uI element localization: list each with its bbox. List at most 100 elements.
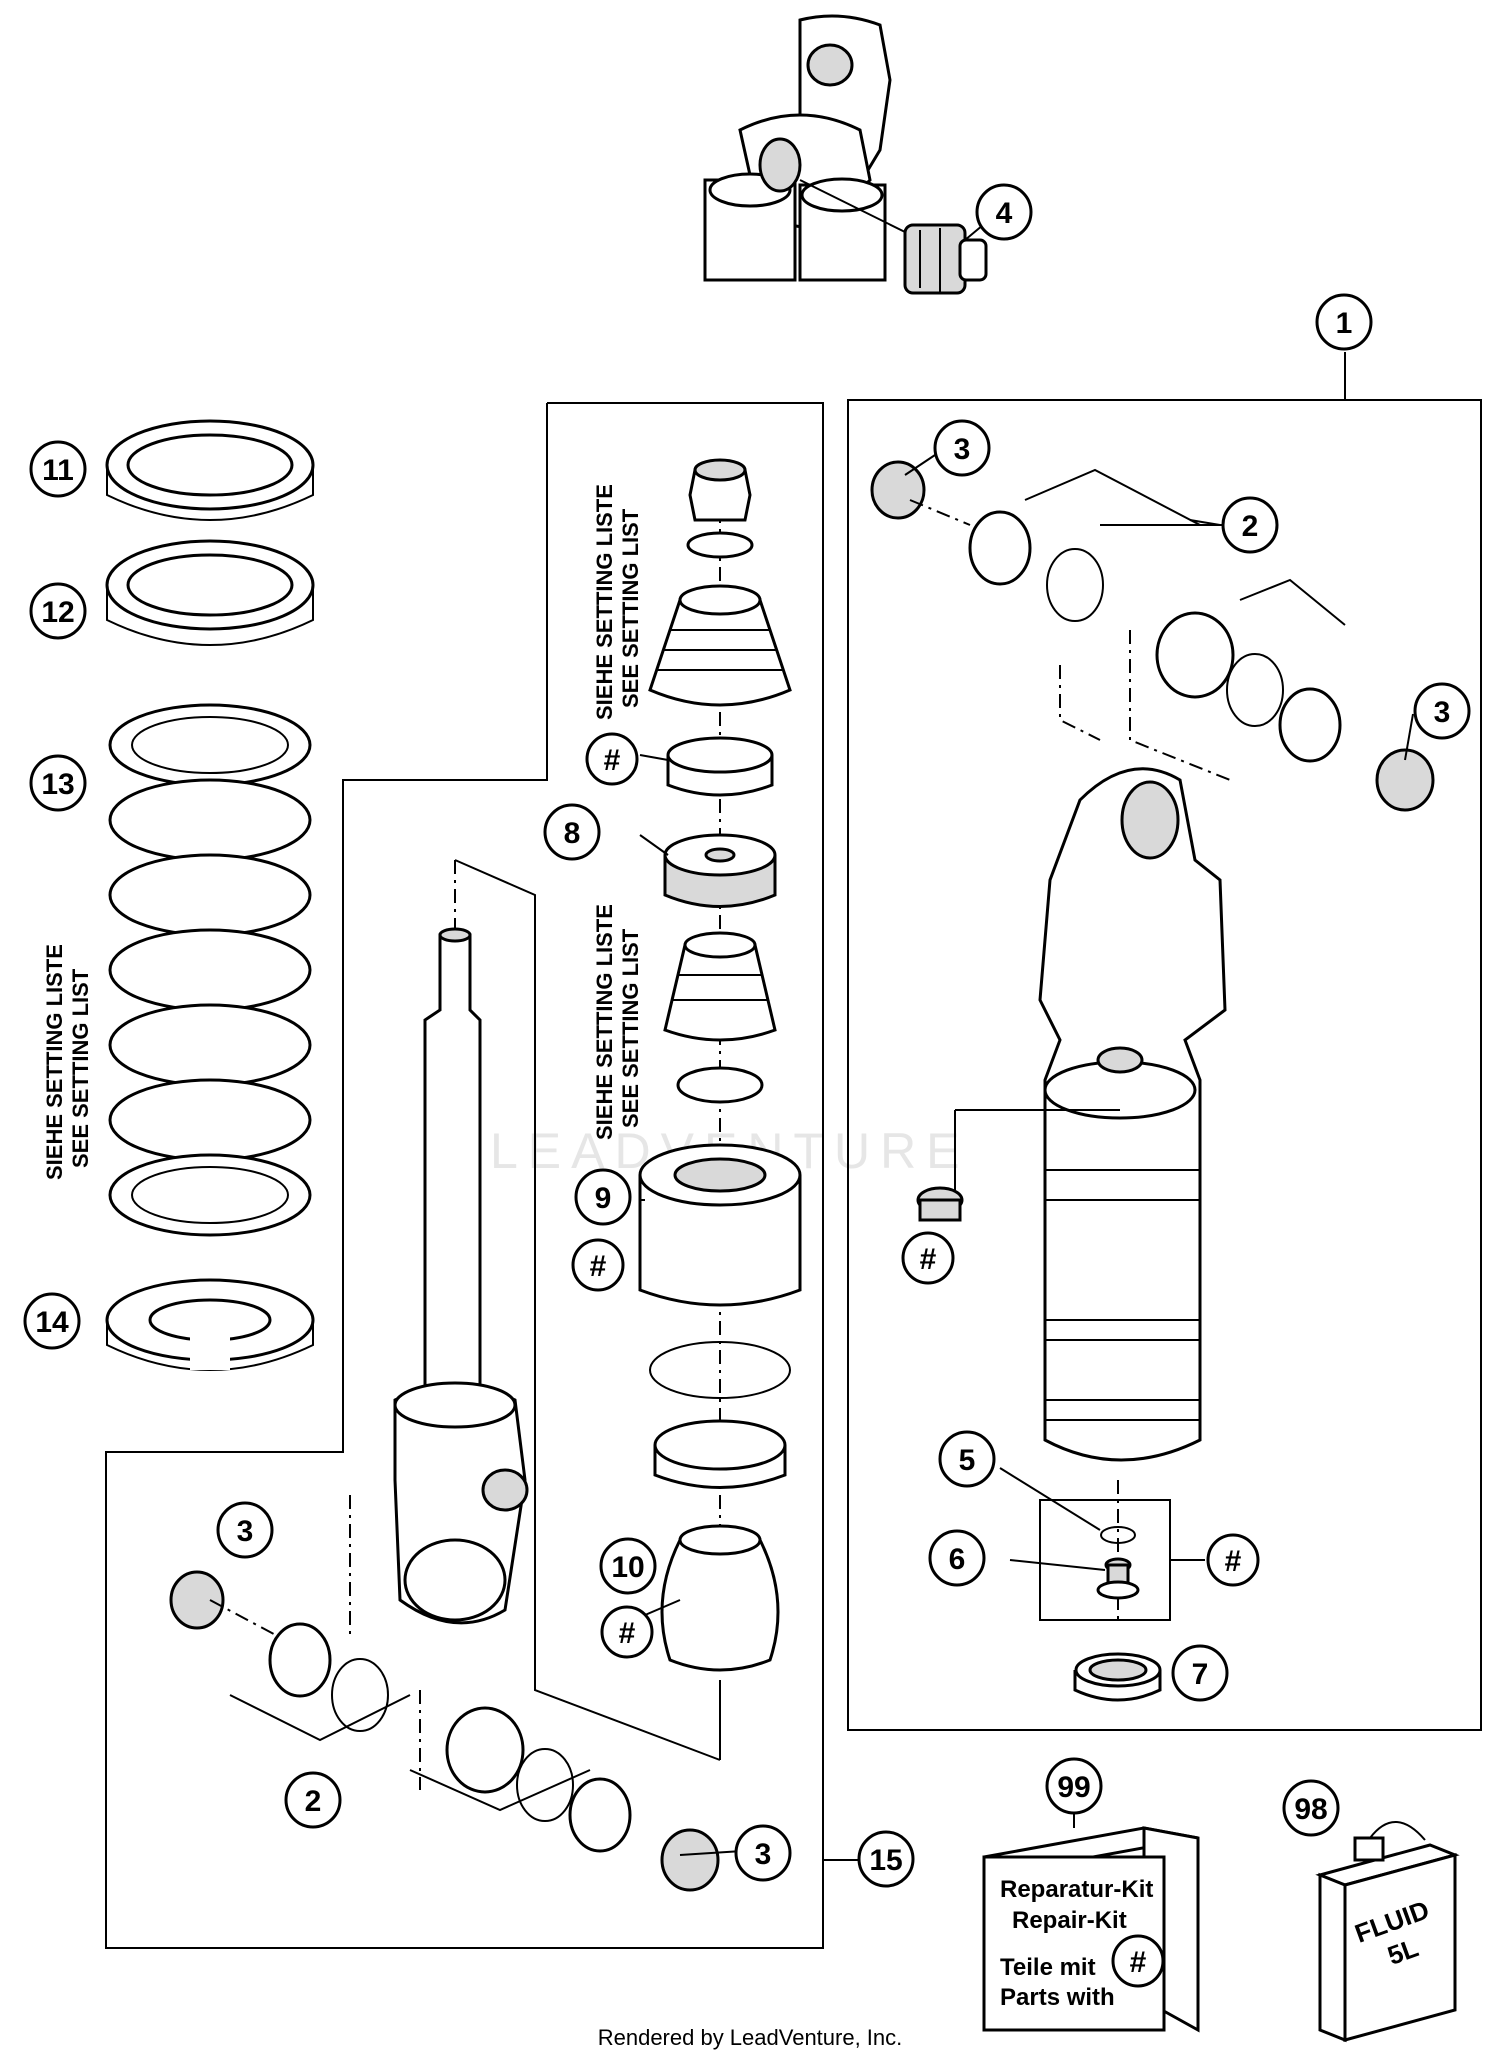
repair-kit-box: Reparatur-Kit Repair-Kit Teile mit Parts… [982, 1826, 1200, 2033]
bushing-3-right-top [870, 460, 926, 520]
circlip-2-right [1046, 548, 1104, 622]
bushing-3-left [169, 1570, 225, 1630]
svg-text:12: 12 [41, 596, 74, 629]
repair-kit-line1: Reparatur-Kit [1000, 1876, 1153, 1903]
bleed-screw [916, 1186, 964, 1222]
callout-hash-bleed[interactable]: # [901, 1231, 955, 1285]
callout-8[interactable]: 8 [543, 803, 601, 861]
callout-14[interactable]: 14 [23, 1292, 81, 1350]
callout-15[interactable]: 15 [857, 1830, 915, 1888]
frame-valve-group [1039, 1499, 1171, 1621]
piston-ring-part-8 [666, 736, 774, 797]
svg-text:#: # [1225, 1545, 1242, 1578]
washer-top [686, 531, 754, 559]
svg-text:2: 2 [1242, 510, 1259, 543]
callout-hash-valve[interactable]: # [1206, 1533, 1260, 1587]
svg-text:3: 3 [1434, 696, 1451, 729]
spring-seat-part-14 [105, 1278, 315, 1371]
svg-text:SEE SETTING LIST: SEE SETTING LIST [618, 928, 643, 1128]
bearing-2-left [445, 1706, 525, 1794]
callout-2-right[interactable]: 2 [1221, 496, 1279, 554]
cap-part-7 [1073, 1652, 1162, 1702]
svg-text:11: 11 [42, 454, 74, 487]
repair-kit-line2: Repair-Kit [1012, 1907, 1127, 1934]
top-nut [688, 458, 752, 522]
svg-text:#: # [604, 744, 621, 777]
callout-hash-upper[interactable]: # [585, 732, 639, 786]
repair-kit-line4: Parts with [1000, 1984, 1115, 2011]
svg-text:3: 3 [755, 1838, 772, 1871]
nut-part-12 [105, 539, 315, 646]
svg-text:4: 4 [996, 197, 1013, 230]
circlip-2b-right [1226, 653, 1284, 727]
nut-part-11 [105, 419, 315, 521]
frame-assembly-15 [105, 402, 824, 1949]
setting-label-spring: SIEHE SETTING LISTE SEE SETTING LIST [42, 944, 93, 1180]
callout-3-left-top[interactable]: 3 [216, 1501, 274, 1559]
clevis-eye [393, 1381, 529, 1625]
circlip-2-left [331, 1658, 389, 1732]
callout-7[interactable]: 7 [1171, 1644, 1229, 1702]
washer-part-5 [1100, 1526, 1136, 1544]
circlip-mid [649, 1341, 791, 1399]
svg-text:1: 1 [1336, 307, 1353, 340]
callout-5[interactable]: 5 [938, 1430, 996, 1488]
callout-10[interactable]: 10 [599, 1537, 657, 1595]
callout-3-right-bottom[interactable]: 3 [1413, 682, 1471, 740]
callout-6[interactable]: 6 [928, 1529, 986, 1587]
callout-hash-bearing[interactable]: # [571, 1238, 625, 1292]
callout-1[interactable]: 1 [1315, 293, 1373, 351]
svg-text:10: 10 [611, 1551, 644, 1584]
svg-text:9: 9 [595, 1182, 612, 1215]
valve-part-4 [903, 223, 988, 295]
svg-text:14: 14 [35, 1306, 69, 1339]
setting-label-upper: SIEHE SETTING LISTE SEE SETTING LIST [592, 484, 643, 720]
svg-text:13: 13 [41, 768, 74, 801]
bearing-part-9 [638, 1143, 802, 1307]
callout-98[interactable]: 98 [1282, 1779, 1340, 1837]
shock-body-main [1038, 767, 1227, 1462]
washer-2b-left [568, 1777, 632, 1853]
washer-2-right [968, 510, 1032, 586]
callout-99[interactable]: 99 [1045, 1757, 1103, 1815]
svg-text:#: # [920, 1243, 937, 1276]
setting-label-lower: SIEHE SETTING LISTE SEE SETTING LIST [592, 904, 643, 1140]
fluid-can: FLUID 5L [1315, 1821, 1460, 2043]
svg-text:3: 3 [237, 1515, 254, 1548]
piston-rod [423, 927, 482, 1392]
valve-part-6 [1096, 1557, 1140, 1600]
callout-12[interactable]: 12 [29, 582, 87, 640]
svg-text:2: 2 [305, 1785, 322, 1818]
svg-text:#: # [590, 1250, 607, 1283]
circlip-2b-left [516, 1748, 574, 1822]
bearing-2-right [1155, 611, 1235, 699]
svg-text:8: 8 [564, 817, 581, 850]
seal-ring-mid [653, 1419, 787, 1489]
bushing-3-right-bottom [1375, 748, 1435, 812]
svg-text:99: 99 [1057, 1771, 1090, 1804]
svg-text:6: 6 [949, 1543, 966, 1576]
svg-text:SIEHE SETTING LISTE: SIEHE SETTING LISTE [592, 904, 617, 1140]
shim-stack-lower [663, 931, 777, 1042]
callout-4[interactable]: 4 [975, 183, 1033, 241]
bump-stop-part-10 [660, 1524, 780, 1672]
washer-2b-right [1278, 687, 1342, 763]
callout-13[interactable]: 13 [29, 754, 87, 812]
callout-3-left-bottom[interactable]: 3 [734, 1824, 792, 1882]
svg-text:15: 15 [869, 1844, 902, 1877]
svg-text:3: 3 [954, 433, 971, 466]
svg-text:SEE SETTING LIST: SEE SETTING LIST [68, 968, 93, 1168]
callout-11[interactable]: 11 [29, 440, 87, 498]
svg-text:98: 98 [1294, 1793, 1327, 1826]
callout-hash-bumpstop[interactable]: # [600, 1605, 654, 1659]
frame-assembly-1 [847, 399, 1482, 1731]
repair-kit-hash: # [1130, 1946, 1147, 1979]
svg-text:SIEHE SETTING LISTE: SIEHE SETTING LISTE [42, 944, 67, 1180]
callout-9[interactable]: 9 [574, 1168, 632, 1226]
svg-text:SIEHE SETTING LISTE: SIEHE SETTING LISTE [592, 484, 617, 720]
callout-2-left[interactable]: 2 [284, 1771, 342, 1829]
shim-stack-upper [648, 584, 792, 707]
callout-3-right-top[interactable]: 3 [933, 419, 991, 477]
footer-credit: Rendered by LeadVenture, Inc. [598, 2025, 903, 2050]
